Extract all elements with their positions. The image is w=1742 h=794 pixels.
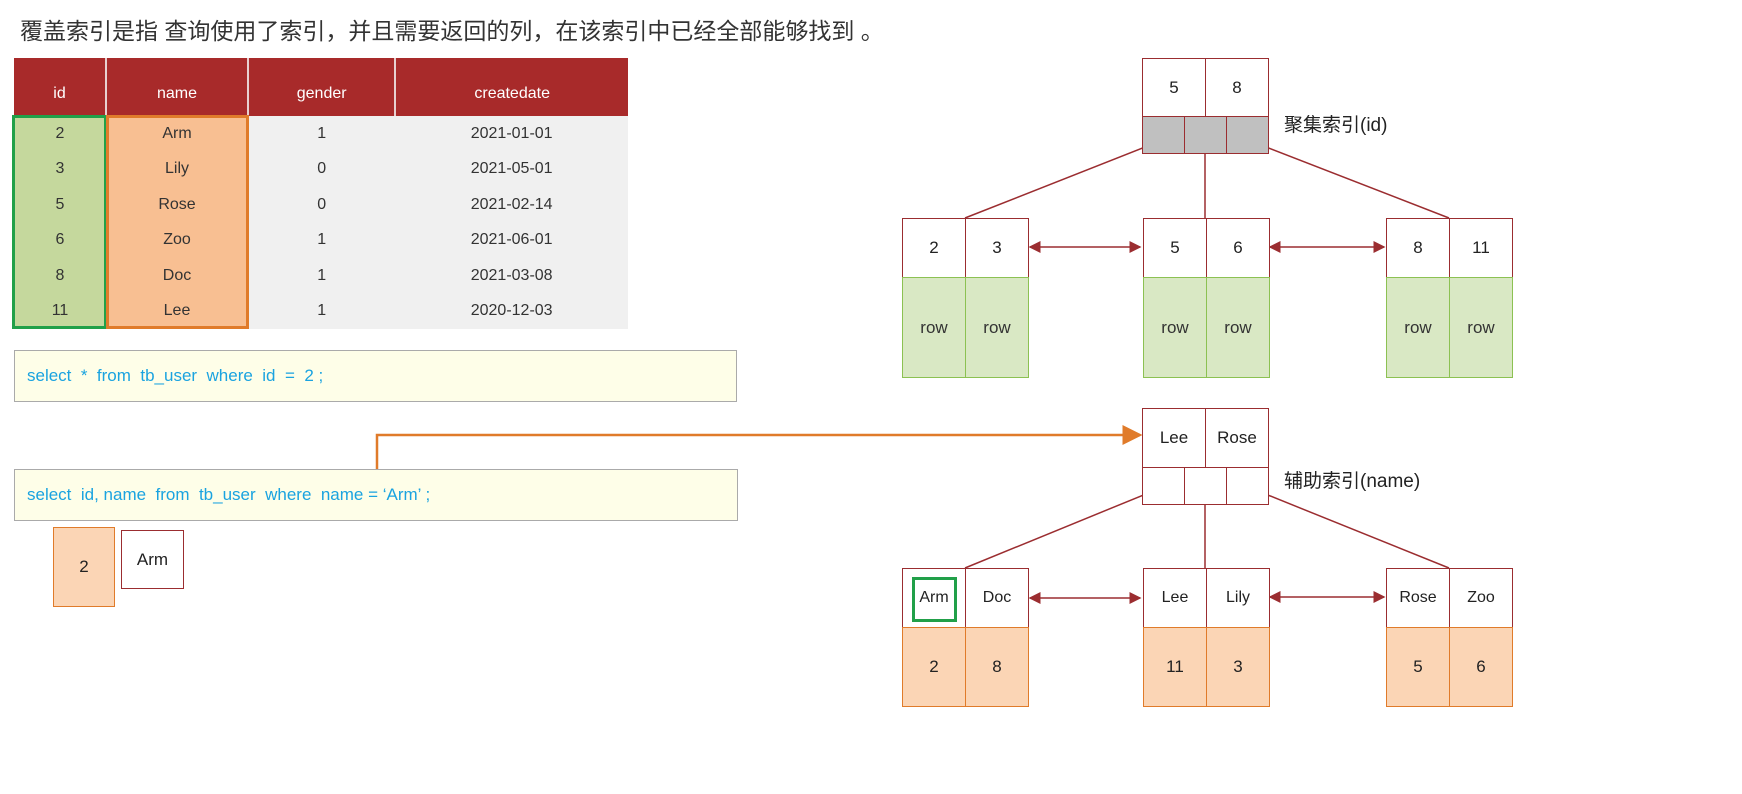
table-cell-createdate: 2021-02-14 <box>395 187 628 223</box>
clustered-root-pointer <box>1184 116 1227 154</box>
clustered-leaf-key: 3 <box>965 218 1029 278</box>
secondary-leaf-key: Rose <box>1386 568 1450 628</box>
table-cell-name: Rose <box>106 187 248 223</box>
col-header-gender: gender <box>248 58 397 116</box>
table-cell-id: 8 <box>14 258 106 294</box>
clustered-leaf-row: row <box>1143 277 1207 378</box>
table-cell-name: Doc <box>106 258 248 294</box>
clustered-leaf-key: 11 <box>1449 218 1513 278</box>
clustered-leaf-row: row <box>902 277 966 378</box>
secondary-root-pointer <box>1226 467 1269 505</box>
table-cell-id: 3 <box>14 151 106 187</box>
table-cell-gender: 1 <box>248 222 396 258</box>
clustered-leaf-row: row <box>1449 277 1513 378</box>
clustered-leaf-row: row <box>1206 277 1270 378</box>
secondary-root-pointer <box>1142 467 1185 505</box>
table-cell-name: Lee <box>106 293 248 329</box>
secondary-leaf-key: Zoo <box>1449 568 1513 628</box>
clustered-root-pointer <box>1142 116 1185 154</box>
table-cell-createdate: 2020-12-03 <box>395 293 628 329</box>
table-cell-id: 11 <box>14 293 106 329</box>
sql-query-1: select * from tb_user where id = 2 ; <box>14 350 737 402</box>
secondary-leaf-key: Arm <box>902 568 966 628</box>
table-cell-id: 2 <box>14 116 106 152</box>
col-header-name: name <box>106 58 249 116</box>
secondary-leaf-id: 8 <box>965 627 1029 707</box>
table-cell-createdate: 2021-01-01 <box>395 116 628 152</box>
table-cell-createdate: 2021-05-01 <box>395 151 628 187</box>
clustered-leaf-row: row <box>1386 277 1450 378</box>
result-name: Arm <box>121 530 184 589</box>
col-header-createdate: createdate <box>395 58 628 116</box>
secondary-leaf-id: 3 <box>1206 627 1270 707</box>
secondary-leaf-id: 5 <box>1386 627 1450 707</box>
table-cell-id: 6 <box>14 222 106 258</box>
clustered-root-pointer <box>1226 116 1269 154</box>
table-cell-gender: 0 <box>248 187 396 223</box>
clustered-leaf-row: row <box>965 277 1029 378</box>
clustered-root-key: 8 <box>1205 58 1269 117</box>
table-cell-name: Zoo <box>106 222 248 258</box>
clustered-root-key: 5 <box>1142 58 1206 117</box>
secondary-leaf-id: 11 <box>1143 627 1207 707</box>
table-cell-createdate: 2021-06-01 <box>395 222 628 258</box>
table-cell-id: 5 <box>14 187 106 223</box>
clustered-leaf-key: 6 <box>1206 218 1270 278</box>
secondary-leaf-id: 6 <box>1449 627 1513 707</box>
table-cell-gender: 1 <box>248 116 396 152</box>
secondary-index-label: 辅助索引(name) <box>1284 471 1421 492</box>
slide-title: 覆盖索引是指 查询使用了索引，并且需要返回的列，在该索引中已经全部能够找到 。 <box>20 18 884 44</box>
secondary-root-pointer <box>1184 467 1227 505</box>
col-header-id: id <box>14 58 107 116</box>
secondary-leaf-key: Doc <box>965 568 1029 628</box>
clustered-leaf-key: 5 <box>1143 218 1207 278</box>
secondary-root-key: Rose <box>1205 408 1269 468</box>
table-cell-gender: 1 <box>248 258 396 294</box>
clustered-leaf-key: 2 <box>902 218 966 278</box>
table-cell-gender: 1 <box>248 293 396 329</box>
table-cell-name: Lily <box>106 151 248 187</box>
secondary-leaf-id: 2 <box>902 627 966 707</box>
table-cell-gender: 0 <box>248 151 396 187</box>
clustered-leaf-key: 8 <box>1386 218 1450 278</box>
table-cell-name: Arm <box>106 116 248 152</box>
clustered-index-label: 聚集索引(id) <box>1284 115 1388 136</box>
secondary-leaf-key: Lee <box>1143 568 1207 628</box>
secondary-root-key: Lee <box>1142 408 1206 468</box>
secondary-leaf-key: Lily <box>1206 568 1270 628</box>
result-id: 2 <box>53 527 115 607</box>
table-cell-createdate: 2021-03-08 <box>395 258 628 294</box>
sql-query-2: select id, name from tb_user where name … <box>14 469 738 521</box>
